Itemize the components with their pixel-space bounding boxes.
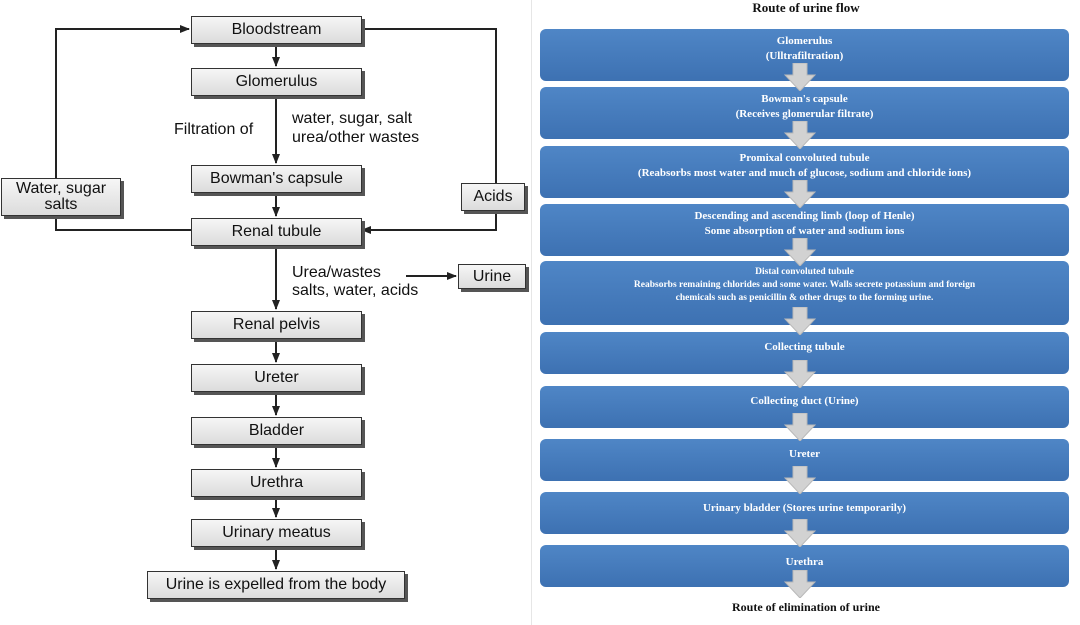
urine-expelled-box: Urine is expelled from the body: [147, 571, 405, 599]
step-proximal-tubule-detail: (Reabsorbs most water and much of glucos…: [637, 167, 972, 179]
down-arrow-icon: [784, 63, 816, 91]
renal-tubule-box: Renal tubule: [191, 218, 362, 246]
down-arrow-icon: [784, 307, 816, 335]
reabsorbed-box: Water, sugar salts: [1, 178, 121, 216]
excreted-line1: Urea/wastes: [292, 264, 381, 281]
route-of-urine-flow-panel: Route of urine flow Glomerulus (Ulltrafi…: [532, 0, 1080, 625]
bowmans-capsule-box: Bowman's capsule: [191, 165, 362, 193]
renal-pelvis-box: Renal pelvis: [191, 311, 362, 339]
filtration-items-line2: urea/other wastes: [292, 129, 420, 146]
ureter-box: Ureter: [191, 364, 362, 392]
step-urinary-bladder-title: Urinary bladder (Stores urine temporaril…: [702, 502, 907, 514]
down-arrow-icon: [784, 238, 816, 266]
urethra-box: Urethra: [191, 469, 362, 497]
step-glomerulus-detail: (Ulltrafiltration): [765, 50, 844, 62]
step-distal-tubule-detail-line2: chemicals such as penicillin & other dru…: [675, 293, 934, 303]
filtration-items-line1: water, sugar, salt: [292, 110, 413, 127]
bloodstream-box: Bloodstream: [191, 16, 362, 44]
urinary-meatus-box: Urinary meatus: [191, 519, 362, 547]
excreted-line2: salts, water, acids: [292, 282, 419, 299]
acids-box: Acids: [461, 183, 525, 211]
step-collecting-tubule-title: Collecting tubule: [764, 341, 845, 353]
step-distal-tubule-title: Distal convoluted tubule: [755, 267, 854, 277]
down-arrow-icon: [784, 570, 816, 598]
reabsorbed-label-line2: salts: [44, 196, 78, 213]
excretion-flow-diagram: Bloodstream Glomerulus Bowman's capsule …: [0, 0, 530, 625]
filtration-label: Filtration of: [174, 121, 254, 138]
down-arrow-icon: [784, 360, 816, 388]
down-arrow-icon: [784, 519, 816, 547]
urine-box: Urine: [458, 264, 526, 289]
step-loop-of-henle-detail: Some absorption of water and sodium ions: [704, 225, 905, 237]
bladder-box: Bladder: [191, 417, 362, 445]
down-arrow-icon: [784, 413, 816, 441]
step-ureter-title: Ureter: [789, 448, 820, 460]
step-proximal-tubule-title: Promixal convoluted tubule: [739, 152, 870, 164]
glomerulus-box: Glomerulus: [191, 68, 362, 96]
step-loop-of-henle-title: Descending and ascending limb (loop of H…: [694, 210, 915, 222]
step-urethra-title: Urethra: [785, 556, 824, 568]
step-collecting-duct-title: Collecting duct (Urine): [750, 395, 859, 407]
step-bowmans-capsule-title: Bowman's capsule: [761, 93, 848, 105]
reabsorbed-label-line1: Water, sugar: [15, 180, 107, 197]
step-glomerulus: Glomerulus (Ulltrafiltration): [540, 29, 1069, 81]
panel-divider: [531, 0, 532, 625]
step-distal-tubule-detail-line1: Reabsorbs remaining chlorides and some w…: [633, 280, 976, 290]
step-bowmans-capsule-detail: (Receives glomerular filtrate): [735, 108, 874, 120]
route-footer: Route of elimination of urine: [732, 600, 880, 614]
flow-connectors: [55, 25, 497, 570]
down-arrow-icon: [784, 180, 816, 208]
down-arrow-icon: [784, 121, 816, 149]
route-title: Route of urine flow: [752, 0, 860, 15]
step-glomerulus-title: Glomerulus: [776, 35, 833, 47]
down-arrow-icon: [784, 466, 816, 494]
